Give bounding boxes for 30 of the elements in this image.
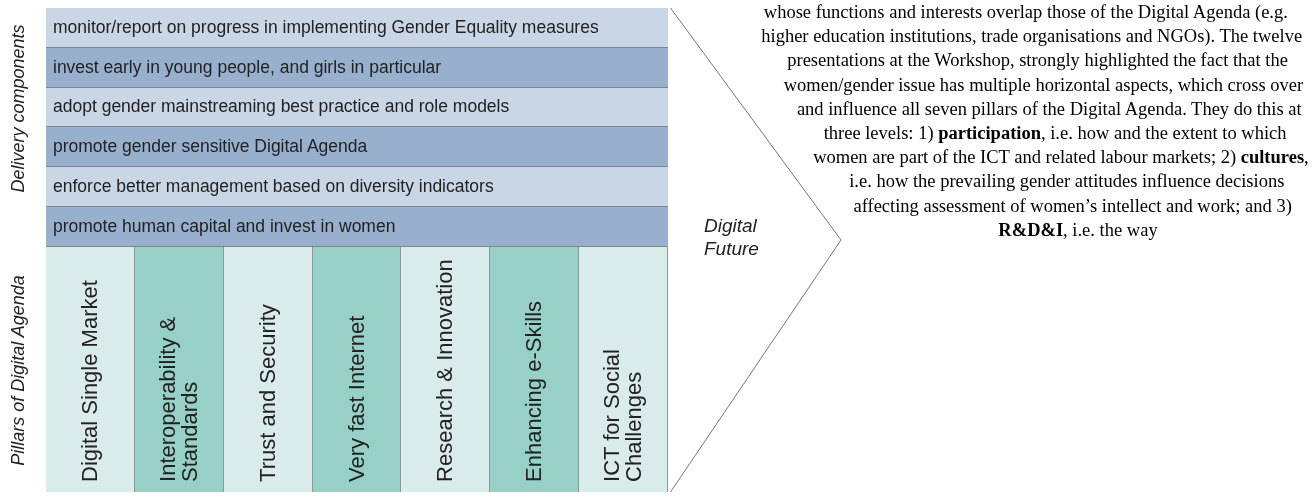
pillar-column: [401, 247, 491, 492]
pillar-column: [223, 247, 313, 492]
component-bar: [46, 207, 668, 247]
pillar-text: Very fast Internet: [343, 314, 370, 484]
component-text: promote gender sensitive Digital Agenda: [52, 136, 368, 158]
pillar-text: Interoperability & Standards: [154, 315, 204, 484]
component-text: promote human capital and invest in women: [52, 215, 396, 237]
axis-label: Pillars of Digital Agenda: [7, 274, 29, 466]
pillar-text: Trust and Security: [254, 303, 282, 484]
chevron-text: Digital Future: [704, 214, 760, 260]
pillar-column: [490, 247, 580, 492]
component-bar: [46, 8, 668, 48]
pillar-column: [579, 247, 668, 492]
pillar-column: [134, 247, 224, 492]
component-text: monitor/report on progress in implementing Gender Equality measures: [52, 17, 599, 39]
component-text: adopt gender mainstreaming best practice and role models: [52, 96, 510, 118]
body-paragraph: whose functions and interests overlap those of the Digital Agenda (e.g. higher education institutions, trade organisations and NGOs). The twelve presentations at the Workshop, strongly highlighted the fact that the women/gender issue has multiple horizontal aspects, which cross over and influence all seven pillars of the Digital Agenda. They do this at three levels: 1) participation, i.e. how and the extent to which women are part of the ICT and related labour markets; 2) cultures, i.e. how the prevailing gender attitudes influence decisions affecting assessment of women’s intellect and work; and 3) R&D&I, i.e. the way: [761, 2, 1309, 240]
pillar-column: [312, 247, 402, 492]
pillar-column: [46, 247, 135, 492]
pillar-text: Research & Innovation: [431, 258, 459, 484]
component-bar: [46, 167, 668, 207]
component-text: invest early in young people, and girls in particular: [52, 56, 442, 78]
component-text: enforce better management based on diversity indicators: [52, 176, 494, 198]
component-bar: [46, 87, 668, 128]
axis-label: Delivery components: [7, 23, 29, 193]
pillar-text: Digital Single Market: [76, 279, 104, 484]
component-bar: [46, 47, 668, 88]
pillar-text: ICT for Social Challenges: [598, 348, 648, 484]
component-bar: [46, 127, 668, 168]
pillar-text: Enhancing e-Skills: [520, 300, 548, 484]
